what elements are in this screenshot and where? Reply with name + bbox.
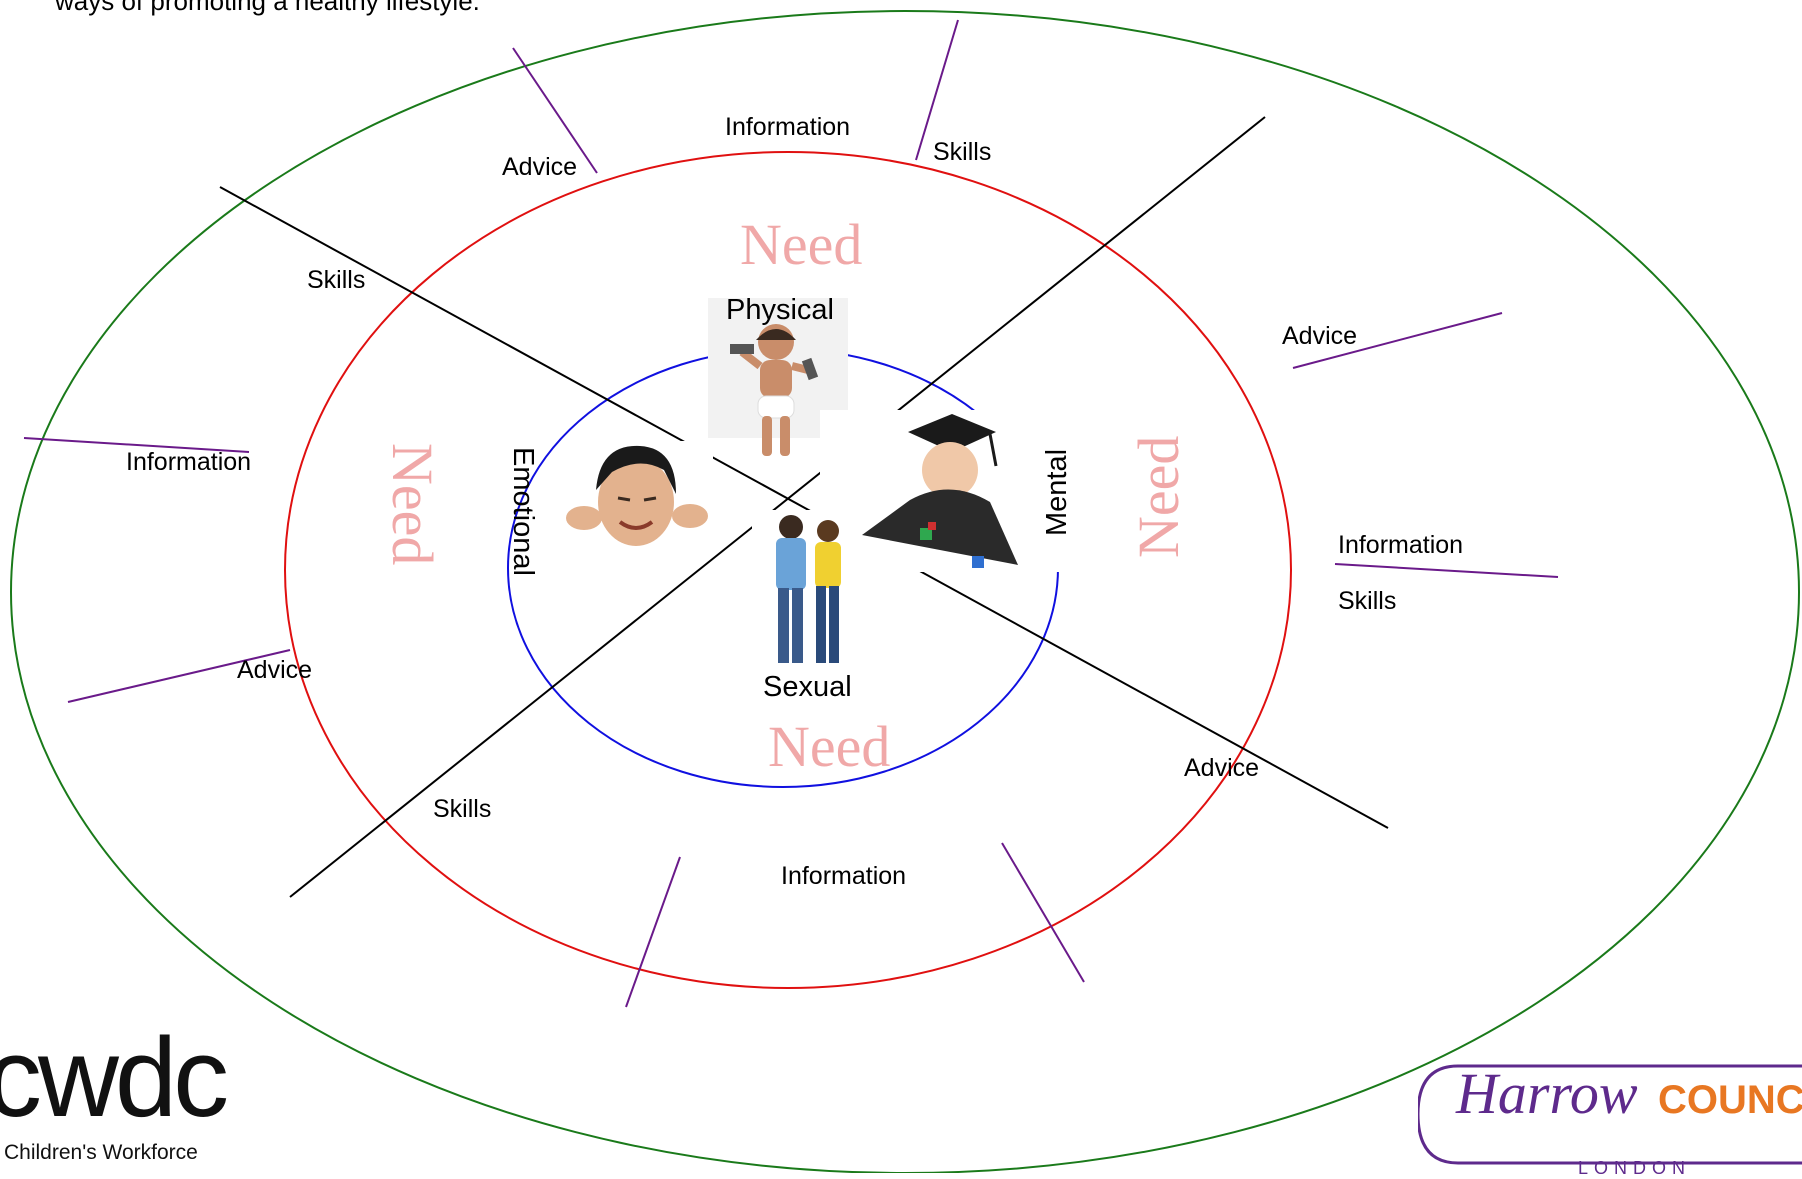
spoke-bottom-right <box>1001 842 1085 983</box>
label-top-skills: Skills <box>933 138 991 166</box>
label-top-information: Information <box>725 113 850 141</box>
divider-line-a <box>219 186 1389 829</box>
spoke-left-upper <box>23 437 250 453</box>
label-right-skills: Skills <box>1338 587 1396 615</box>
harrow-logo-location: LONDON <box>1578 1158 1692 1178</box>
intro-text: ways of promoting a healthy lifestyle. <box>55 0 480 16</box>
harrow-council-logo: Harrow COUNCIL LONDON <box>1418 1058 1802 1178</box>
divider-line-b <box>289 116 1266 898</box>
label-left-advice: Advice <box>237 656 312 684</box>
label-right-advice: Advice <box>1282 322 1357 350</box>
label-bottom-advice: Advice <box>1184 754 1259 782</box>
spoke-top-left <box>512 47 598 174</box>
spoke-bottom-left <box>625 856 681 1008</box>
sexual-photo <box>752 510 857 670</box>
cwdc-logo: cwdc Children's Workforce <box>0 1015 260 1173</box>
spoke-right-upper <box>1292 312 1503 369</box>
label-bottom-skills: Skills <box>433 795 491 823</box>
label-left-information: Information <box>126 448 251 476</box>
quadrant-mental-label: Mental <box>1041 449 1073 536</box>
cwdc-logo-letters: cwdc <box>0 1015 229 1140</box>
label-right-information: Information <box>1338 531 1463 559</box>
emotional-photo <box>563 441 713 556</box>
label-bottom-information: Information <box>781 862 906 890</box>
outer-ring <box>10 10 1800 1173</box>
physical-photo <box>708 298 848 456</box>
need-label-bottom: Need <box>768 714 890 779</box>
quadrant-emotional-label: Emotional <box>507 447 539 576</box>
harrow-logo-council: COUNCIL <box>1658 1078 1802 1122</box>
need-label-right: Need <box>1126 436 1191 558</box>
quadrant-physical-label: Physical <box>726 294 834 326</box>
label-left-skills: Skills <box>307 266 365 294</box>
cwdc-logo-name: Children's Workforce <box>4 1141 198 1164</box>
spoke-top-right <box>915 19 959 161</box>
need-label-left: Need <box>380 443 445 565</box>
quadrant-sexual-label: Sexual <box>763 671 852 703</box>
spoke-right-lower <box>1334 563 1559 578</box>
mental-photo <box>820 410 1065 572</box>
label-top-advice: Advice <box>502 153 577 181</box>
need-label-top: Need <box>740 212 862 277</box>
spoke-left-lower <box>67 649 291 703</box>
harrow-logo-name: Harrow <box>1456 1061 1638 1126</box>
middle-ring <box>284 151 1292 989</box>
